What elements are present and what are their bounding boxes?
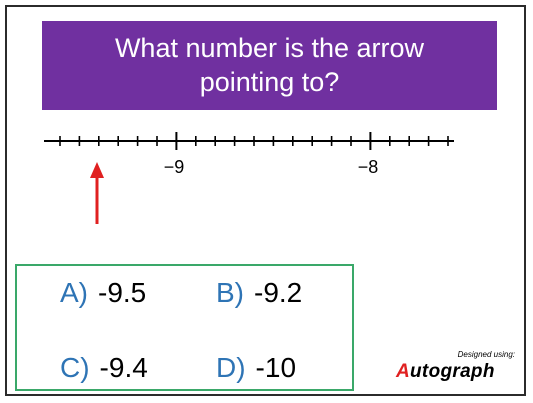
option-a-letter: A)	[60, 277, 88, 308]
question-banner: What number is the arrow pointing to?	[42, 21, 497, 110]
question-line-1: What number is the arrow	[114, 33, 425, 63]
logo-initial: A	[396, 361, 411, 382]
autograph-logo: Autograph	[396, 361, 495, 383]
option-b-value: -9.2	[254, 277, 303, 308]
tick-label-minus-8: −8	[358, 157, 379, 177]
option-a[interactable]: A) -9.5	[60, 277, 146, 309]
number-line-group	[44, 132, 454, 150]
option-d[interactable]: D) -10	[216, 352, 296, 384]
option-c-letter: C)	[60, 352, 90, 383]
option-c-value: -9.4	[99, 352, 148, 383]
option-b-letter: B)	[216, 277, 244, 308]
red-arrow	[90, 162, 104, 224]
tick-label-minus-9: −9	[164, 157, 185, 177]
option-b[interactable]: B) -9.2	[216, 277, 302, 309]
answer-options-box: A) -9.5 B) -9.2 C) -9.4 D) -10	[15, 264, 354, 391]
option-c[interactable]: C) -9.4	[60, 352, 148, 384]
option-d-letter: D)	[216, 352, 246, 383]
option-d-value: -10	[255, 352, 297, 383]
autograph-brand: Designed using: Autograph	[396, 350, 521, 386]
option-a-value: -9.5	[98, 277, 147, 308]
brand-caption: Designed using:	[457, 350, 515, 359]
question-line-2: pointing to?	[199, 67, 340, 97]
logo-rest: utograph	[410, 361, 495, 382]
arrow-head	[90, 162, 104, 178]
